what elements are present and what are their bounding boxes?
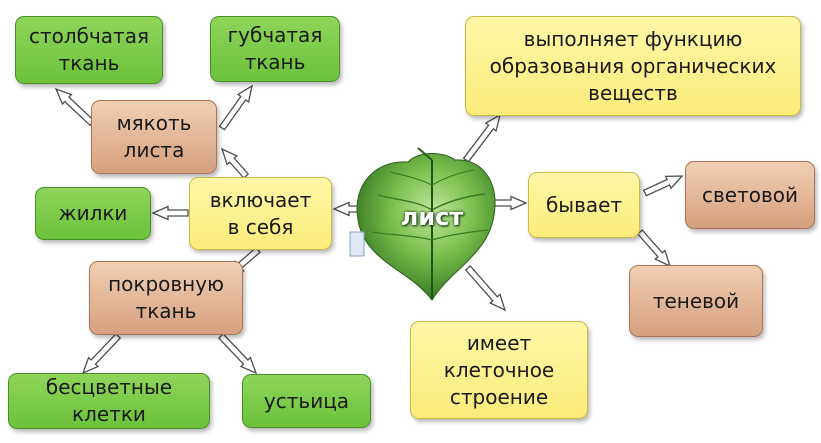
node-veins: жилки — [35, 187, 151, 240]
node-happens: бывает — [528, 172, 640, 238]
arrow-includes-to-veins — [151, 205, 189, 221]
node-shade: теневой — [629, 265, 763, 337]
node-leaf-pulp: мякоть листа — [91, 100, 217, 174]
node-light: световой — [685, 161, 815, 229]
node-spongy-tissue: губчатая ткань — [210, 16, 340, 82]
arrow-covering-to-stomata — [217, 332, 258, 375]
arrow-pulp-to-spongy — [218, 84, 253, 131]
arrow-pulp-to-columnar — [54, 87, 96, 127]
arrow-leaf-to-function — [462, 113, 501, 163]
node-stomata: устьица — [242, 374, 371, 428]
arrow-happens-to-shade — [636, 229, 672, 268]
node-cellular-structure: имеет клеточное строение — [410, 321, 588, 419]
node-function: выполняет функцию образования органическ… — [465, 16, 801, 116]
arrow-happens-to-light — [642, 175, 684, 197]
arrow-covering-to-colorless — [81, 332, 122, 375]
node-columnar-tissue: столбчатая ткань — [15, 16, 163, 84]
arrow-includes-to-pulp — [220, 147, 250, 179]
node-covering-tissue: покровную ткань — [89, 261, 243, 335]
node-includes: включает в себя — [189, 177, 332, 250]
arrow-leaf-to-structure — [464, 265, 507, 312]
node-colorless-cells: бесцветные клетки — [8, 373, 210, 429]
center-label: лист — [400, 203, 464, 231]
